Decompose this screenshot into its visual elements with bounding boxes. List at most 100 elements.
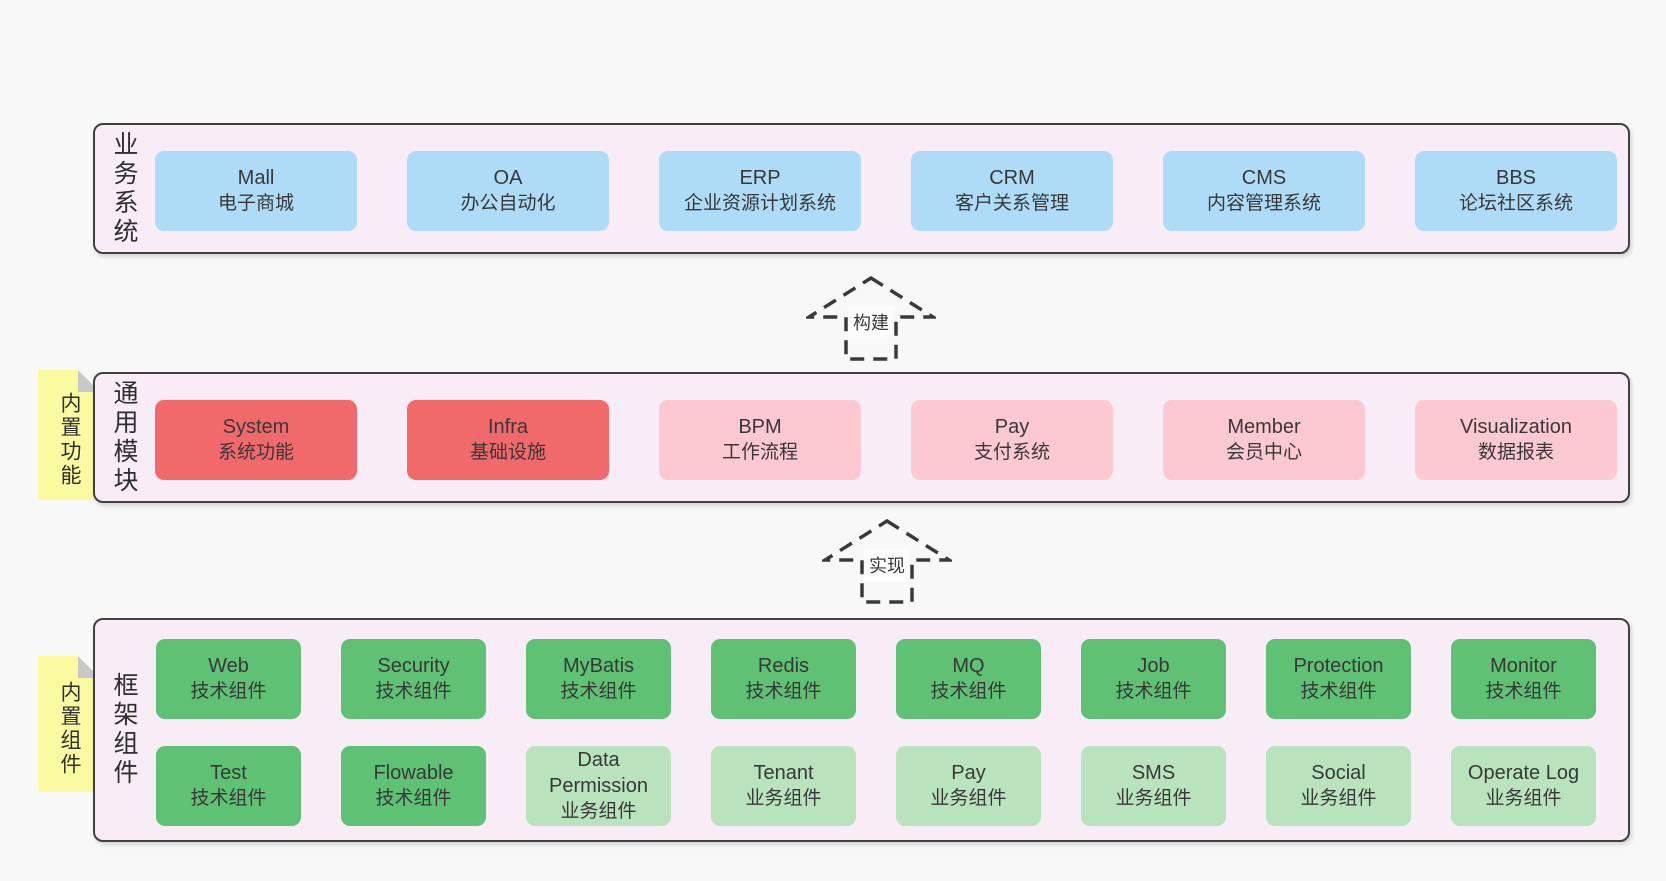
node-title: Web xyxy=(208,655,249,677)
node-title: MyBatis xyxy=(562,655,635,677)
node-subtitle: 技术组件 xyxy=(190,788,267,809)
node-subtitle: 客户关系管理 xyxy=(954,193,1069,214)
node-subtitle: 技术组件 xyxy=(190,681,267,702)
node-title: Infra xyxy=(487,416,529,438)
node-subtitle: 会员中心 xyxy=(1225,442,1302,463)
node-visualization: Visualization 数据报表 xyxy=(1415,400,1617,480)
sticky-builtin-features-label: 内置功能 xyxy=(58,392,81,488)
up-arrow-icon xyxy=(806,276,936,361)
node-mall: Mall 电子商城 xyxy=(155,151,357,231)
node-operate-log: Operate Log 业务组件 xyxy=(1451,746,1596,826)
node-subtitle: 业务组件 xyxy=(745,788,822,809)
node-pay-component: Pay 业务组件 xyxy=(896,746,1041,826)
node-cms: CMS 内容管理系统 xyxy=(1163,151,1365,231)
panel-framework-components: 框架组件 Web 技术组件 Security 技术组件 MyBatis 技术组件… xyxy=(93,618,1630,842)
node-title: Member xyxy=(1227,416,1301,438)
node-title: BPM xyxy=(738,416,782,438)
node-title: Pay xyxy=(994,416,1030,438)
node-oa: OA 办公自动化 xyxy=(407,151,609,231)
node-sms: SMS 业务组件 xyxy=(1081,746,1226,826)
node-monitor: Monitor 技术组件 xyxy=(1451,639,1596,719)
arrow-build: 构建 xyxy=(806,276,936,361)
node-protection: Protection 技术组件 xyxy=(1266,639,1411,719)
node-infra: Infra 基础设施 xyxy=(407,400,609,480)
node-web: Web 技术组件 xyxy=(156,639,301,719)
node-subtitle: 企业资源计划系统 xyxy=(683,193,836,214)
node-title: SMS xyxy=(1131,762,1176,784)
node-subtitle: 工作流程 xyxy=(721,442,798,463)
node-subtitle: 基础设施 xyxy=(469,442,546,463)
node-subtitle: 电子商城 xyxy=(217,193,294,214)
node-pay-system: Pay 支付系统 xyxy=(911,400,1113,480)
arrow-implement: 实现 xyxy=(822,519,952,604)
arrow-implement-label: 实现 xyxy=(864,549,910,581)
node-subtitle: 办公自动化 xyxy=(460,193,556,214)
node-bbs: BBS 论坛社区系统 xyxy=(1415,151,1617,231)
node-tenant: Tenant 业务组件 xyxy=(711,746,856,826)
node-title: Pay xyxy=(951,762,986,784)
node-subtitle: 内容管理系统 xyxy=(1206,193,1321,214)
node-subtitle: 业务组件 xyxy=(1300,788,1377,809)
sticky-builtin-components-label: 内置组件 xyxy=(58,681,81,777)
node-subtitle: 业务组件 xyxy=(930,788,1007,809)
node-flowable: Flowable 技术组件 xyxy=(341,746,486,826)
node-mybatis: MyBatis 技术组件 xyxy=(526,639,671,719)
node-title: CRM xyxy=(989,167,1035,189)
node-title: Job xyxy=(1137,655,1170,677)
node-title: Test xyxy=(210,762,247,784)
node-member: Member 会员中心 xyxy=(1163,400,1365,480)
node-title: OA xyxy=(493,167,523,189)
node-subtitle: 技术组件 xyxy=(1300,681,1377,702)
node-title: System xyxy=(222,416,290,438)
node-title: Data Permission xyxy=(549,749,648,797)
node-redis: Redis 技术组件 xyxy=(711,639,856,719)
up-arrow-icon xyxy=(822,519,952,604)
node-subtitle: 业务组件 xyxy=(1115,788,1192,809)
node-subtitle: 技术组件 xyxy=(560,681,637,702)
node-title: Social xyxy=(1311,762,1366,784)
node-title: Operate Log xyxy=(1467,762,1580,784)
node-title: Monitor xyxy=(1490,655,1557,677)
panel-common-modules-title: 通用模块 xyxy=(110,379,138,496)
node-test: Test 技术组件 xyxy=(156,746,301,826)
node-subtitle: 技术组件 xyxy=(745,681,822,702)
node-bpm: BPM 工作流程 xyxy=(659,400,861,480)
node-social: Social 业务组件 xyxy=(1266,746,1411,826)
node-subtitle: 技术组件 xyxy=(930,681,1007,702)
node-subtitle: 技术组件 xyxy=(1115,681,1192,702)
node-subtitle: 数据报表 xyxy=(1477,442,1554,463)
panel-common-modules: 通用模块 System 系统功能 Infra 基础设施 BPM 工作流程 Pay… xyxy=(93,372,1630,503)
node-title: CMS xyxy=(1241,167,1287,189)
node-subtitle: 业务组件 xyxy=(560,801,637,822)
node-subtitle: 论坛社区系统 xyxy=(1458,193,1573,214)
node-title: Protection xyxy=(1293,655,1384,677)
node-mq: MQ 技术组件 xyxy=(896,639,1041,719)
node-title: Visualization xyxy=(1460,416,1572,438)
node-subtitle: 系统功能 xyxy=(217,442,294,463)
node-crm: CRM 客户关系管理 xyxy=(911,151,1113,231)
node-subtitle: 技术组件 xyxy=(375,788,452,809)
sticky-builtin-features: 内置功能 xyxy=(38,370,100,500)
panel-business-systems: 业务系统 Mall 电子商城 OA 办公自动化 ERP 企业资源计划系统 CRM… xyxy=(93,123,1630,254)
arrow-build-label: 构建 xyxy=(848,306,894,338)
node-title: Tenant xyxy=(753,762,814,784)
node-subtitle: 支付系统 xyxy=(973,442,1050,463)
node-system: System 系统功能 xyxy=(155,400,357,480)
sticky-builtin-components: 内置组件 xyxy=(38,656,100,792)
node-title: Flowable xyxy=(373,762,454,784)
panel-business-systems-title: 业务系统 xyxy=(110,130,138,247)
node-subtitle: 技术组件 xyxy=(375,681,452,702)
node-title: Security xyxy=(377,655,450,677)
node-data-permission: Data Permission 业务组件 xyxy=(526,746,671,826)
node-subtitle: 业务组件 xyxy=(1485,788,1562,809)
node-subtitle: 技术组件 xyxy=(1485,681,1562,702)
node-erp: ERP 企业资源计划系统 xyxy=(659,151,861,231)
node-title: MQ xyxy=(952,655,985,677)
node-title: Redis xyxy=(757,655,810,677)
node-title: BBS xyxy=(1495,167,1537,189)
node-title: ERP xyxy=(739,167,781,189)
node-job: Job 技术组件 xyxy=(1081,639,1226,719)
node-title: Mall xyxy=(237,167,275,189)
panel-framework-components-title: 框架组件 xyxy=(110,672,138,788)
